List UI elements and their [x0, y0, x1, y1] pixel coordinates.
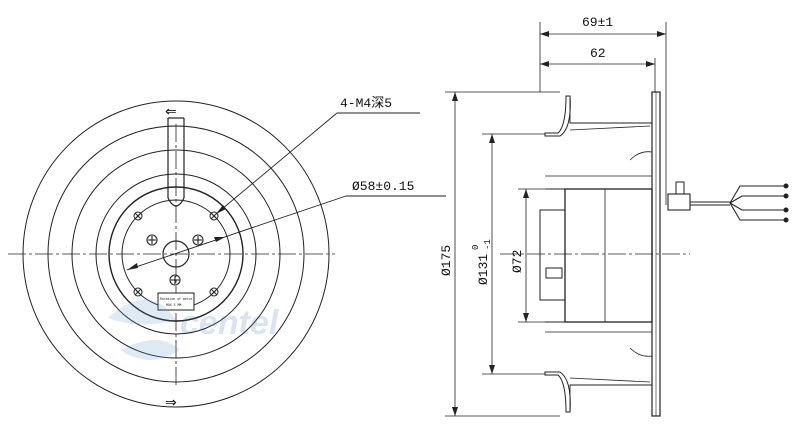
dim-width-body: 62 — [590, 46, 606, 61]
dim-diameter-outer: Ø175 — [439, 245, 454, 276]
airflow-arrow-top-icon: ⇐ — [165, 104, 177, 120]
mounting-hole-bottom-left — [133, 287, 143, 297]
leader-lines — [126, 112, 446, 271]
leader-thread — [215, 112, 338, 215]
outer-ring — [22, 100, 330, 408]
shroud-top — [544, 95, 571, 137]
dim-diameter-motor: Ø72 — [510, 250, 525, 273]
wire-leads — [729, 183, 789, 223]
dim-diameter-inlet: Ø131 — [476, 254, 491, 285]
dim-diameter-inlet-group: Ø131 0 -1 — [471, 239, 493, 285]
airflow-arrow-bottom-icon: ⇒ — [165, 395, 177, 411]
watermark-text: centel — [180, 304, 280, 342]
leader-diameter — [126, 195, 347, 271]
dim-diameter-inlet-tol-lower: -1 — [483, 239, 493, 250]
mounting-hole-top-right — [209, 211, 219, 221]
rotor-hub — [539, 209, 566, 301]
cable — [167, 117, 185, 207]
inlet-ring — [71, 149, 281, 359]
shroud-bottom — [544, 371, 571, 413]
screw-right-icon — [192, 234, 204, 246]
screw-left-icon — [146, 234, 158, 246]
dim-width-overall: 69±1 — [582, 15, 613, 30]
label-plate-line2: MAX 5 MM — [166, 303, 181, 307]
cable-gland — [667, 193, 691, 211]
watermark-fan-icon — [108, 299, 180, 360]
mounting-hole-bottom-right — [209, 287, 219, 297]
annotation-diameter: Ø58±0.15 — [352, 179, 414, 194]
hub-ring — [95, 173, 257, 335]
motor-body — [564, 188, 653, 323]
motor-connector — [545, 267, 563, 279]
dim-diameter-inlet-tol-upper: 0 — [471, 245, 481, 250]
mounting-holes — [133, 211, 219, 297]
phillips-screws — [146, 234, 204, 286]
shaft-circle — [162, 240, 190, 268]
mounting-hole-top-left — [133, 211, 143, 221]
front-view — [8, 100, 446, 408]
blades — [545, 125, 653, 383]
shroud-ring — [47, 125, 305, 383]
annotation-thread: 4-M4深5 — [340, 96, 392, 111]
watermark: centel — [108, 299, 280, 360]
label-plate-line1: Rotation of motor — [160, 297, 193, 301]
label-plate — [157, 292, 195, 311]
screw-bottom-icon — [169, 274, 181, 286]
motor-plate — [108, 186, 244, 322]
side-view — [445, 22, 789, 417]
